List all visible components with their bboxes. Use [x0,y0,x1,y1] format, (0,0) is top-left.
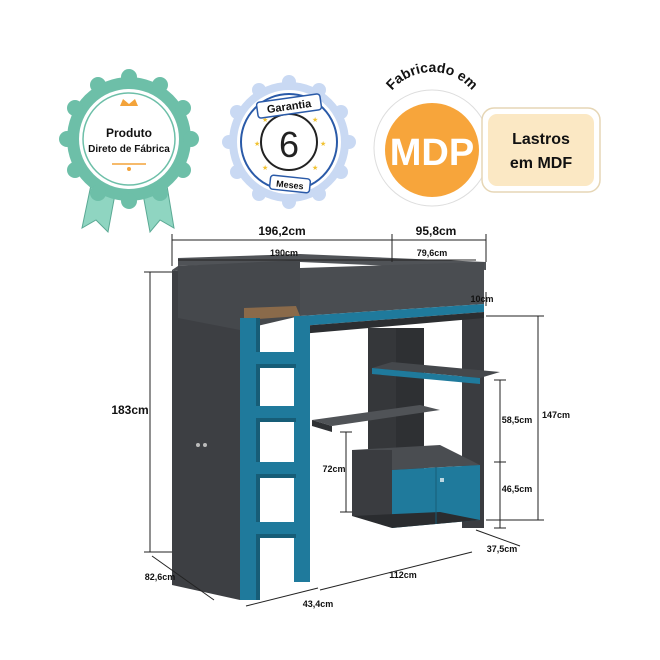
svg-text:★: ★ [262,164,268,172]
mdp-badge: Fabricado em MDP [373,59,491,207]
dim-desk-depth: 37,5cm [487,544,518,554]
mdp-arc-text: Fabricado em [383,59,482,93]
lastros-line2: em MDF [510,155,572,172]
dimension-labels: 196,2cm 95,8cm 190cm 79,6cm 10cm 183cm 1… [111,224,570,609]
lastros-line1: Lastros [512,131,570,148]
svg-text:★: ★ [254,140,260,148]
dim-shelf-gap: 58,5cm [502,415,533,425]
dim-ladder-depth: 43,4cm [303,599,334,609]
dim-desk-height: 72cm [322,464,345,474]
dim-depth-side: 82,6cm [145,572,176,582]
dim-total-height: 183cm [111,403,148,417]
produto-line2: Direto de Fábrica [88,144,170,155]
dim-bottom-length: 112cm [389,570,417,580]
svg-text:★: ★ [312,164,318,172]
lastros-badge: Lastros em MDF [481,107,601,193]
crown-icon [120,99,138,106]
garantia-badge: ★★ ★★ ★★ Garantia 6 Meses [222,75,356,209]
svg-text:★: ★ [312,116,318,124]
produto-line1: Produto [106,126,152,140]
garantia-number: 6 [279,124,299,165]
dim-desk-clearance: 147cm [542,410,570,420]
mdp-label: MDP [390,132,474,174]
loft-bed-illustration [172,254,500,600]
dim-desk-inner: 79,6cm [417,248,448,258]
dim-cabinet-height: 46,5cm [502,484,533,494]
dim-bed-length: 190cm [270,248,298,258]
dim-guard-height: 10cm [470,294,493,304]
dim-desk-width: 95,8cm [416,224,457,238]
dim-total-width: 196,2cm [258,224,305,238]
produto-direto-badge: Produto Direto de Fábrica [59,69,199,234]
svg-text:★: ★ [262,116,268,124]
ladder [240,316,310,600]
dimension-lines [144,234,544,607]
svg-text:★: ★ [320,140,326,148]
garantia-bottom-label: Meses [276,179,304,192]
